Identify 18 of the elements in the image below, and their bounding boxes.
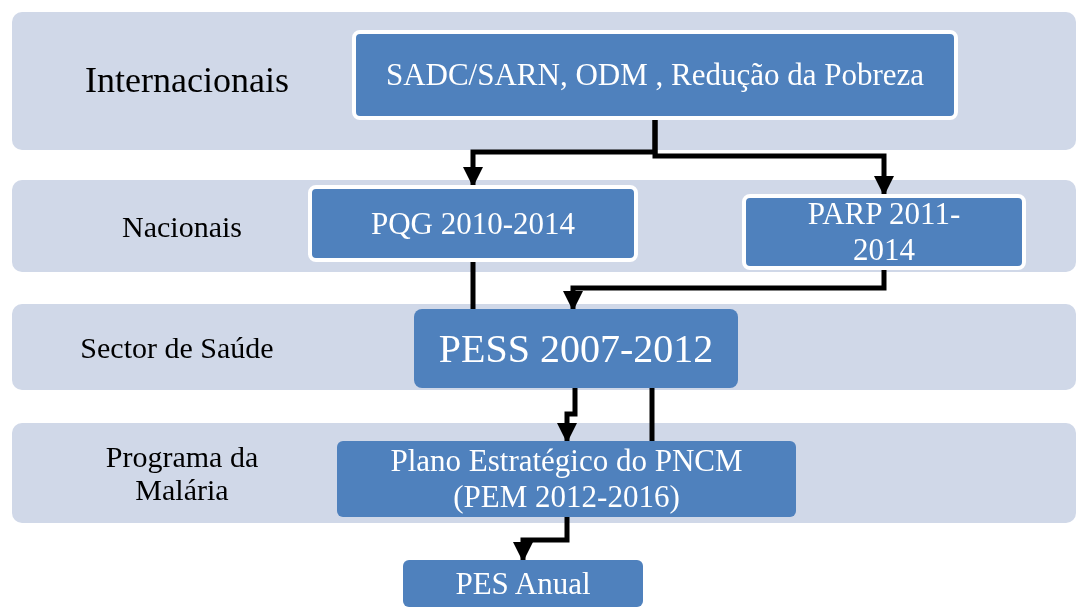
plan-box: PES Anual xyxy=(403,560,643,607)
connector-arrow xyxy=(513,517,570,562)
connector-arrow xyxy=(557,388,578,443)
level-label: Programa da Malária xyxy=(104,440,260,506)
plan-box: SADC/SARN, ODM , Redução da Pobreza xyxy=(352,30,958,120)
level-band xyxy=(12,423,1076,523)
level-band xyxy=(12,180,1076,272)
connector-arrow xyxy=(563,270,887,311)
plan-box: PESS 2007-2012 xyxy=(414,309,738,388)
level-band xyxy=(12,12,1076,150)
level-label: Internacionais xyxy=(84,61,290,101)
connector-arrow xyxy=(652,120,894,196)
level-label: Nacionais xyxy=(121,209,243,243)
plan-box: PARP 2011-2014 xyxy=(742,194,1026,270)
level-label: Sector de Saúde xyxy=(79,330,275,364)
level-band xyxy=(12,304,1076,390)
plan-box: Plano Estratégico do PNCM (PEM 2012-2016) xyxy=(337,441,796,517)
plan-box: PQG 2010-2014 xyxy=(308,185,638,262)
